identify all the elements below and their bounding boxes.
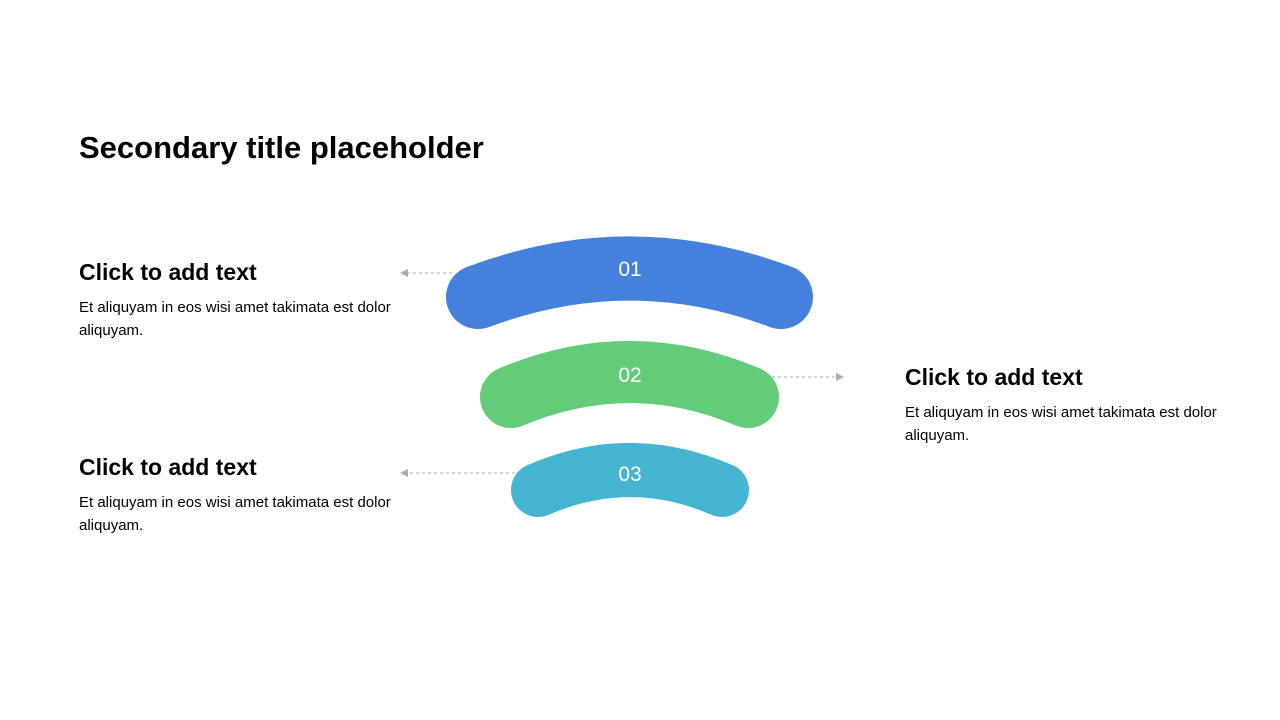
text-body[interactable]: Et aliquyam in eos wisi amet takimata es…	[79, 299, 391, 339]
text-heading[interactable]: Click to add text	[79, 259, 257, 285]
text-block-02: Click to add text Et aliquyam in eos wis…	[905, 364, 1225, 447]
arc-01	[446, 236, 813, 329]
arc-number-03: 03	[618, 463, 641, 486]
arc-02	[480, 341, 779, 428]
page-title: Secondary title placeholder	[79, 130, 484, 165]
text-body[interactable]: Et aliquyam in eos wisi amet takimata es…	[79, 494, 391, 534]
arc-03	[511, 443, 749, 517]
text-heading[interactable]: Click to add text	[79, 454, 257, 480]
arc-number-01: 01	[618, 258, 641, 281]
text-heading[interactable]: Click to add text	[905, 364, 1083, 390]
text-body[interactable]: Et aliquyam in eos wisi amet takimata es…	[905, 404, 1217, 444]
text-block-01: Click to add text Et aliquyam in eos wis…	[79, 259, 399, 342]
arc-number-02: 02	[618, 364, 641, 387]
text-block-03: Click to add text Et aliquyam in eos wis…	[79, 454, 399, 537]
